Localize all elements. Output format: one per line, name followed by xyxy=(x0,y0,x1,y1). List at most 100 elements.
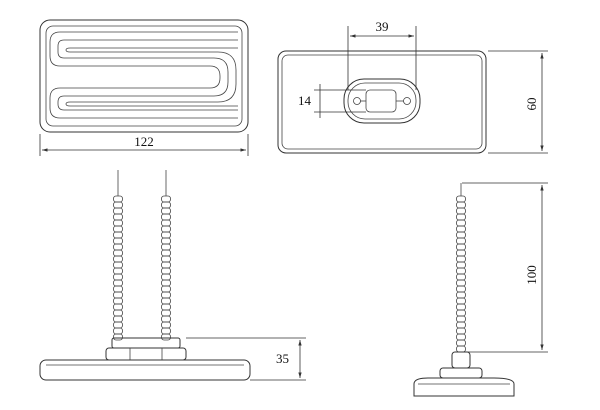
terminal-height-label: 14 xyxy=(298,93,312,108)
lead-bead xyxy=(113,309,123,317)
lead-bead xyxy=(113,261,123,269)
side-view-short: 100 xyxy=(413,182,548,397)
lead-bead xyxy=(456,291,466,299)
lead-bead xyxy=(456,285,466,293)
lead-bead xyxy=(456,273,466,281)
lead-bead xyxy=(113,225,123,233)
lead-short xyxy=(456,195,466,353)
heating-coil-inner xyxy=(57,39,238,111)
lead-bead xyxy=(456,339,466,347)
lead-bead xyxy=(161,327,171,335)
lead-bead xyxy=(113,327,123,335)
lead-bead xyxy=(161,285,171,293)
lead-bead xyxy=(161,207,171,215)
lead-bead xyxy=(456,321,466,329)
lead-bead xyxy=(113,255,123,263)
lead-bead xyxy=(161,273,171,281)
lead-bead xyxy=(113,243,123,251)
lead-right xyxy=(161,195,171,341)
lead-bead xyxy=(113,279,123,287)
lead-bead xyxy=(456,255,466,263)
lead-bead xyxy=(161,261,171,269)
lead-bead xyxy=(161,333,171,341)
lead-bead xyxy=(113,303,123,311)
terminal-block-inner xyxy=(347,82,417,120)
short-emitter-body xyxy=(413,377,515,397)
lead-bead xyxy=(161,309,171,317)
lead-bead xyxy=(161,279,171,287)
height-dimension-label: 60 xyxy=(524,98,539,111)
heating-coil-center xyxy=(65,47,238,107)
lead-bead xyxy=(456,267,466,275)
short-terminal-housing xyxy=(451,351,471,369)
lead-bead xyxy=(113,273,123,281)
lead-bead xyxy=(113,237,123,245)
front-inner-frame xyxy=(45,25,243,127)
lead-bead xyxy=(161,297,171,305)
lead-left xyxy=(113,195,123,341)
lead-bead xyxy=(161,219,171,227)
lead-bead xyxy=(161,195,171,203)
lead-bead xyxy=(161,243,171,251)
lead-bead xyxy=(456,279,466,287)
lead-bead xyxy=(161,201,171,209)
lead-bead xyxy=(161,303,171,311)
lead-bead xyxy=(456,231,466,239)
lead-bead xyxy=(113,291,123,299)
lead-bead xyxy=(456,309,466,317)
lead-length-label: 100 xyxy=(524,265,539,285)
lead-bead xyxy=(456,333,466,341)
terminal-spacing-label: 39 xyxy=(376,19,389,34)
back-inner-frame xyxy=(281,54,483,150)
lead-bead xyxy=(456,195,466,203)
lead-bead xyxy=(161,237,171,245)
side-terminal-base xyxy=(105,347,187,361)
lead-bead xyxy=(456,297,466,305)
back-view: 39 14 60 xyxy=(277,19,548,154)
lead-bead xyxy=(456,261,466,269)
lead-bead xyxy=(456,303,466,311)
lead-bead xyxy=(113,297,123,305)
terminal-block xyxy=(343,78,421,124)
lead-bead xyxy=(113,195,123,203)
lead-bead xyxy=(113,219,123,227)
terminal-screw-right xyxy=(403,97,411,105)
body-height-label: 35 xyxy=(276,351,289,366)
lead-bead xyxy=(161,225,171,233)
lead-bead xyxy=(456,201,466,209)
lead-bead xyxy=(113,315,123,323)
lead-bead xyxy=(161,321,171,329)
lead-bead xyxy=(113,321,123,329)
front-view: 122 xyxy=(39,19,249,156)
back-outer-frame xyxy=(277,50,487,154)
lead-bead xyxy=(456,207,466,215)
lead-bead xyxy=(456,315,466,323)
lead-bead xyxy=(113,207,123,215)
lead-bead xyxy=(161,315,171,323)
lead-bead xyxy=(161,249,171,257)
lead-bead xyxy=(161,213,171,221)
lead-bead xyxy=(456,249,466,257)
width-dimension-label: 122 xyxy=(134,134,154,149)
lead-bead xyxy=(456,243,466,251)
lead-bead xyxy=(113,333,123,341)
lead-bead xyxy=(456,219,466,227)
lead-bead xyxy=(113,267,123,275)
terminal-plate xyxy=(365,89,397,113)
lead-bead xyxy=(456,225,466,233)
lead-bead xyxy=(161,255,171,263)
terminal-screw-left xyxy=(353,97,361,105)
heating-coil-outer xyxy=(49,31,238,119)
front-outer-frame xyxy=(39,19,249,133)
lead-bead xyxy=(161,291,171,299)
lead-bead xyxy=(161,267,171,275)
lead-bead xyxy=(456,237,466,245)
lead-bead xyxy=(113,213,123,221)
side-view-long: 35 xyxy=(39,170,306,381)
lead-bead xyxy=(113,249,123,257)
lead-bead xyxy=(113,285,123,293)
lead-bead xyxy=(113,201,123,209)
short-terminal-base xyxy=(439,367,483,379)
lead-bead xyxy=(161,231,171,239)
